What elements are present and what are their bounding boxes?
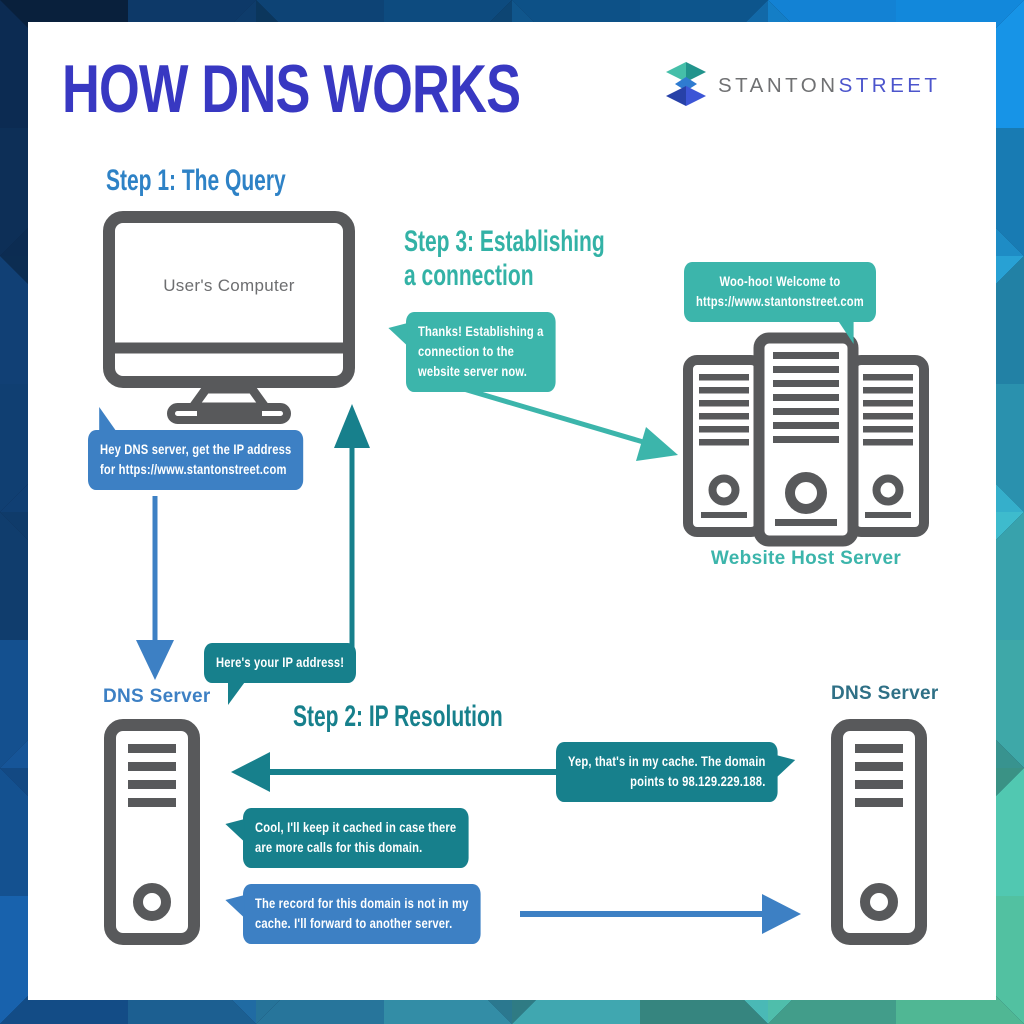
arrow-dns-to-computer bbox=[334, 404, 370, 658]
arrow-dns1-to-dns2 bbox=[520, 894, 801, 934]
step2-heading: Step 2: IP Resolution bbox=[293, 700, 503, 733]
bubble-cache-keep: Cool, I'll keep it cached in case there … bbox=[225, 808, 469, 868]
logo: STANTONSTREET bbox=[662, 60, 937, 117]
step1-heading: Step 1: The Query bbox=[106, 164, 286, 197]
bubble-cache-miss: The record for this domain is not in my … bbox=[225, 884, 481, 944]
logo-brand-part2: STREET bbox=[838, 74, 941, 97]
dns-server-left-label: DNS Server bbox=[103, 686, 211, 707]
website-host-server-label: Website Host Server bbox=[710, 548, 902, 569]
users-computer-label: User's Computer bbox=[163, 276, 295, 295]
page-title: HOW DNS WORKS bbox=[62, 51, 521, 127]
bubble-query: Hey DNS server, get the IP address for h… bbox=[88, 407, 304, 490]
dns-server-left-icon bbox=[104, 719, 200, 945]
logo-icon bbox=[666, 62, 706, 106]
dns-server-right-icon bbox=[831, 719, 927, 945]
bubble-welcome: Woo-hoo! Welcome to https://www.stantons… bbox=[684, 262, 876, 344]
arrow-query-to-dns bbox=[136, 496, 174, 680]
website-host-server-icon bbox=[683, 332, 929, 547]
arrow-dns2-to-dns1 bbox=[231, 752, 560, 792]
dns-server-right-label: DNS Server bbox=[831, 683, 939, 704]
step3-heading: Step 3: Establishing a connection bbox=[404, 225, 605, 292]
bubble-ip-answer: Here's your IP address! bbox=[204, 643, 357, 705]
users-computer-icon bbox=[103, 211, 355, 424]
bubble-cache-hit: Yep, that's in my cache. The domain poin… bbox=[556, 742, 795, 802]
logo-brand-part1: STANTON bbox=[718, 74, 839, 97]
logo-text: STANTONSTREET bbox=[718, 74, 940, 98]
bubble-thanks: Thanks! Establishing a connection to the… bbox=[388, 312, 556, 392]
